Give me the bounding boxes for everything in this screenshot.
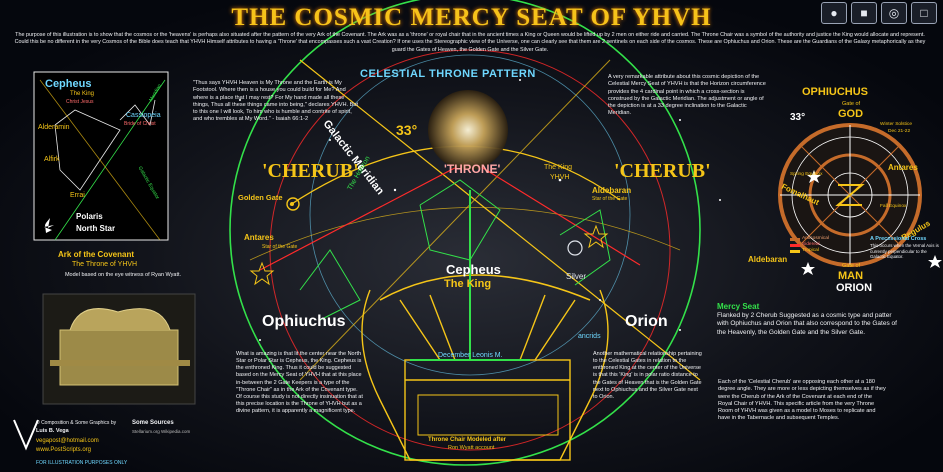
cepheus-center-label: Cepheus [446,262,501,277]
credits-purpose: For illustration purposes only [36,460,128,466]
cherub-note: Each of the 'Celestial Cherub' are oppos… [718,379,886,422]
sources-title: Some Sources [132,420,174,426]
target-icon: ◎ [888,6,900,20]
stop-icon: ■ [860,6,868,20]
wheel-gate-man-small: Gate of [842,263,861,269]
wheel-gate-man: MAN [838,270,864,282]
wheel-fall: Fall Equinox [880,204,907,209]
throne-label: 'THRONE' [444,162,501,176]
wheel-gate-god-small: Gate of [842,101,861,107]
intro-text: The purpose of this illustration is to s… [14,32,926,53]
square-button[interactable]: ■ [851,2,877,24]
golden-gate-label: Golden Gate [238,193,283,202]
mercy-seat-text: Flanked by 2 Cherub Suggested as a cosmi… [717,312,897,336]
king-yhvh-line1: The King [544,164,573,171]
chair-caption-2: Ron Wyatt account [448,445,495,451]
expand-icon: □ [920,6,928,20]
ark-sub: The Throne of YHVH [72,261,138,268]
wheel-ophiuchus-label: OPHIUCHUS [802,86,869,98]
wheel-legend-2: Sidereal [802,242,820,247]
wheel-spring: Spring Equinox [790,172,823,177]
celestial-throne-label: CELESTIAL THRONE PATTERN [360,68,536,80]
cepheus-box-sub2: Christ Jesus [66,99,94,105]
cepheus-box-sub1: The King [70,91,95,97]
sources-sub: Stellarium.org Wikipedia.com [132,429,191,434]
expand-button[interactable]: □ [911,2,937,24]
wheel-degree: 33° [790,112,806,123]
wheel-winter-date: Dec 21-22 [888,129,911,134]
wheel-antares: Antares [888,163,918,172]
polaris-label: Polaris [76,212,103,221]
cherub-right-label: 'CHERUB' [614,160,711,182]
december-label: December Leonis M. [438,352,503,359]
mercy-seat-title: Mercy Seat [717,302,760,311]
ancrids-label: ancrids [578,333,601,340]
aldebaran-center-label: Aldebaran [592,186,632,195]
credits-line1: © Composition & Some Graphics by [36,420,117,426]
cassiopeia-sub-label: Bride of Christ [124,121,156,127]
ark-model-text: Model based on the eye witness of Ryan W… [64,272,182,278]
errai-label: Errai [70,192,85,199]
wheel-gate-god: GOD [838,108,864,120]
record-button[interactable]: ● [821,2,847,24]
ark-title: Ark of the Covenant [58,250,135,259]
isaiah-quote: "Thus says YHVH Heaven is My Throne and … [193,80,359,123]
wheel-orion: ORION [836,282,873,294]
ophiuchus-label: Ophiuchus [262,313,346,330]
orion-label: Orion [625,313,668,330]
degree-label: 33° [396,122,418,138]
the-king-center-label: The King [444,278,492,290]
precession-text: This occurs when the Vernal Axis is curr… [870,243,939,260]
antares-sub-label: Star of the Gate [262,244,298,250]
record-icon: ● [830,6,838,20]
alderamin-label: Alderamin [38,124,70,131]
cepheus-note: What is amazing is that lit the center n… [236,351,363,415]
cepheus-box-title: Cepheus [45,78,92,90]
wheel-legend-1: Anticosmical [802,236,829,241]
silver-label: Silver [566,272,587,281]
north-star-label: North Star [76,224,116,233]
wheel-legend-3: Tropical [802,248,819,253]
wheel-aldebaran: Aldebaran [748,255,788,264]
credits-author: Luis B. Vega [36,428,69,434]
cassiopeia-label: Cassiopeia [126,112,161,119]
relation-note: Another mathematical relationship pertai… [593,351,702,400]
precession-title: A Precessional Cross [870,236,927,242]
target-button[interactable]: ◎ [881,2,907,24]
page-title: THE COSMIC MERCY SEAT OF YHVH [231,4,712,31]
alfirk-label: Alfirk [44,156,60,163]
king-yhvh-line2: YHVH [550,174,570,181]
horizon-note: A very remarkable attribute about this c… [608,74,766,117]
credits-site[interactable]: www.PostScripts.org [36,447,92,453]
credits-email[interactable]: vegapost@hotmail.com [36,438,99,444]
aldebaran-sub-label: Star of the Gate [592,196,628,202]
antares-label: Antares [244,233,274,242]
cherub-left-label: 'CHERUB' [262,160,359,182]
wheel-winter: Winter Solstice [880,122,912,127]
chair-caption-1: Throne Chair Modeled after [428,437,507,443]
